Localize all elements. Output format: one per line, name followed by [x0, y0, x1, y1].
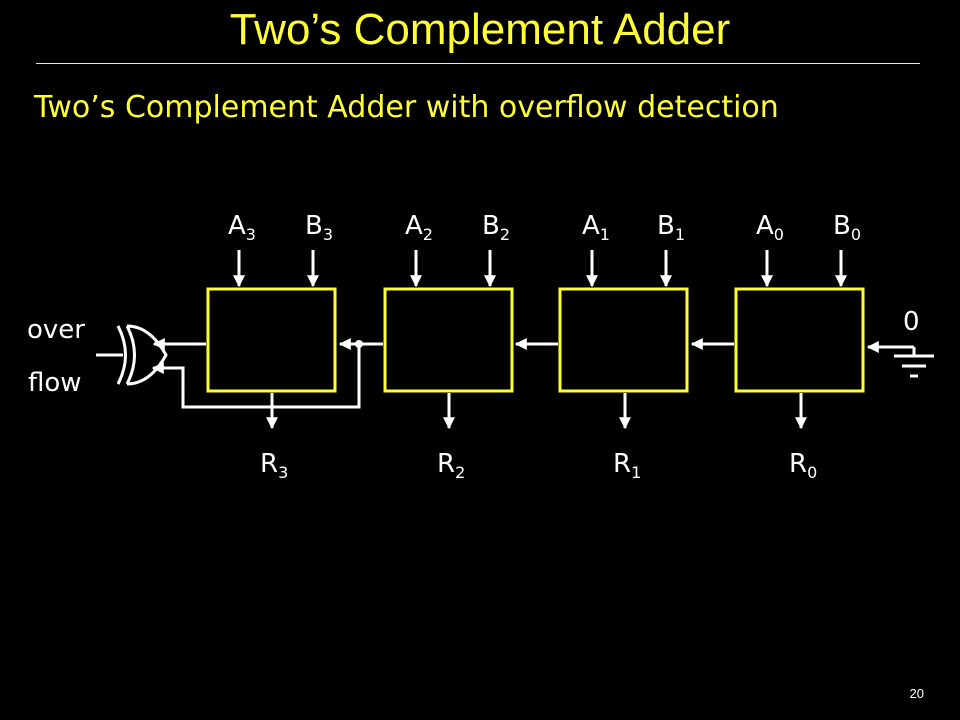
label-b3: B3 [305, 211, 333, 244]
label-a1: A1 [582, 211, 610, 244]
label-a3: A3 [228, 211, 256, 244]
carry-arrows [152, 338, 914, 353]
label-a2: A2 [405, 211, 433, 244]
label-r2: R2 [437, 449, 465, 482]
carry-in-label: 0 [903, 307, 920, 337]
adder-box-2 [383, 287, 514, 393]
xor-gate [96, 324, 168, 386]
carry-tap-wire [151, 344, 361, 409]
title-divider [36, 63, 920, 64]
label-b1: B1 [657, 211, 685, 244]
label-r0: R0 [789, 449, 817, 482]
adder-box-0 [734, 287, 865, 393]
label-r1: R1 [613, 449, 641, 482]
ground-icon [894, 347, 934, 378]
adder-box-1 [558, 287, 689, 393]
label-b0: B0 [833, 211, 861, 244]
label-r3: R3 [260, 449, 288, 482]
label-b2: B2 [482, 211, 510, 244]
label-a0: A0 [756, 211, 784, 244]
overflow-label-bottom: flow [28, 368, 82, 398]
overflow-label-top: over [27, 315, 85, 345]
page-number: 20 [909, 686, 924, 701]
subtitle: Two’s Complement Adder with overflow det… [34, 90, 779, 125]
page-title: Two’s Complement Adder [229, 5, 731, 54]
input-arrows [233, 250, 847, 288]
adder-box-3 [206, 287, 337, 393]
output-arrows [266, 393, 807, 430]
